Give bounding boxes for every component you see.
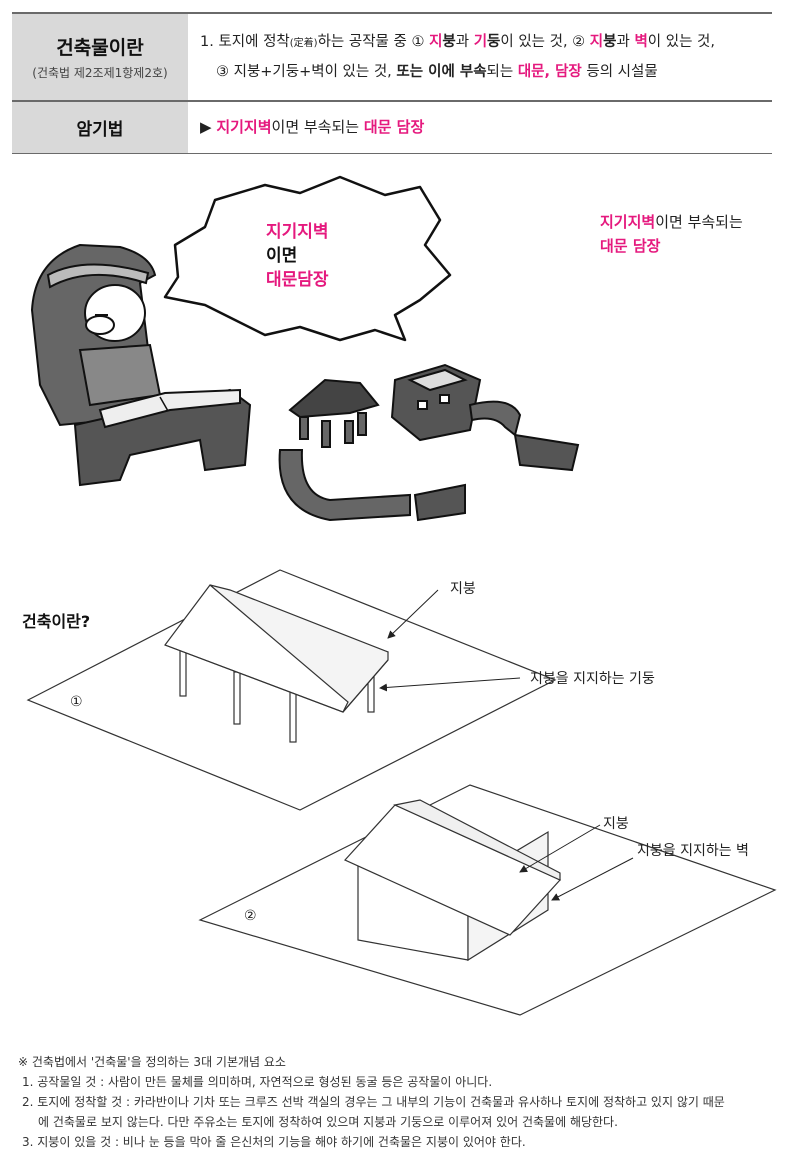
bubble-line-3: 대문담장	[266, 270, 329, 290]
definition-line-2: ③ 지붕+기둥+벽이 있는 것, 또는 이에 부속되는 대문, 담장 등의 시설…	[200, 58, 772, 86]
bold-text: 붕	[603, 34, 617, 50]
wall-pieces	[278, 400, 580, 522]
highlight-text: 대문 담장	[363, 118, 425, 137]
note-2-continued: 에 건축물로 보지 않는다. 다만 주유소는 토지에 정착하여 있으며 지붕과 …	[38, 1115, 618, 1129]
definition-line-1: 1. 토지에 정착(定着)하는 공작물 중 ① 지붕과 기둥이 있는 것, ② …	[200, 28, 772, 58]
arrow-roof-2	[519, 824, 601, 873]
diagram-number-2: ②	[244, 908, 257, 924]
highlight-text: 지	[589, 34, 604, 50]
bubble-text: 지기지벽 이면 대문담장	[266, 220, 346, 292]
note-1: 1. 공작물일 것 : 사람이 만든 물체를 의미하며, 자연적으로 형성된 동…	[22, 1075, 493, 1089]
highlight-text: 지기지벽	[600, 213, 656, 231]
highlight-text: 기	[473, 34, 488, 50]
highlight-text: 대문, 담장	[517, 64, 582, 80]
law-reference: (건축법 제2조제1항제2호)	[32, 66, 168, 80]
reading-figure	[30, 243, 167, 427]
pavilion-structure	[288, 378, 380, 448]
speech-bubble	[163, 175, 452, 342]
text-segment: 이면 부속되는	[655, 213, 743, 231]
hanja-annotation: (定着)	[289, 38, 318, 49]
mnemonic-header-cell: 암기법	[12, 100, 188, 154]
note-2: 2. 토지에 정착할 것 : 카라반이나 기차 또는 크루즈 선박 객실의 경우…	[22, 1095, 725, 1109]
side-note: 지기지벽이면 부속되는 대문 담장	[600, 210, 743, 258]
mnemonic-row: 암기법 ▶ 지기지벽이면 부속되는 대문 담장	[12, 100, 772, 154]
text-segment: 하는 공작물 중 ①	[317, 34, 430, 50]
building-diagram	[26, 569, 777, 1016]
notes-header: ※ 건축법에서 '건축물'을 정의하는 3대 기본개념 요소	[18, 1055, 286, 1069]
footnotes: ※ 건축법에서 '건축물'을 정의하는 3대 기본개념 요소 1. 공작물일 것…	[18, 1052, 793, 1152]
arrow-roof-1	[387, 589, 439, 639]
label-roof-1: 지붕	[450, 581, 476, 597]
text-segment: 이 있는 것, ②	[500, 34, 590, 50]
label-roof-2: 지붕	[603, 816, 629, 832]
definition-body: 1. 토지에 정착(定着)하는 공작물 중 ① 지붕과 기둥이 있는 것, ② …	[188, 12, 772, 102]
highlight-text: 대문 담장	[600, 237, 661, 255]
highlight-text: 벽	[634, 34, 648, 50]
bubble-line-1: 지기지벽	[266, 222, 329, 242]
cartoon-illustration	[30, 175, 580, 522]
text-segment: ③ 지붕+기둥+벽이 있는 것,	[216, 64, 397, 80]
diagram-question: 건축이란?	[22, 612, 91, 631]
label-column-1: 지붕을 지지하는 기둥	[530, 671, 655, 687]
highlight-text: 지	[429, 34, 443, 50]
definition-header-cell: 건축물이란 (건축법 제2조제1항제2호)	[12, 12, 188, 102]
definition-table: 건축물이란 (건축법 제2조제1항제2호) 1. 토지에 정착(定着)하는 공작…	[12, 12, 772, 154]
diagram-1	[26, 569, 557, 811]
label-wall-2: 지붕을 지지하는 벽	[637, 843, 749, 859]
bold-text: 붕	[442, 34, 456, 50]
definition-title: 건축물이란	[56, 37, 144, 59]
lectern-book	[73, 388, 252, 487]
text-segment: 등의 시설물	[581, 64, 658, 80]
text-segment: 과	[616, 34, 635, 50]
text-segment: 이 있는 것,	[647, 34, 715, 50]
diagram-2	[198, 784, 777, 1016]
mnemonic-body: ▶ 지기지벽이면 부속되는 대문 담장	[188, 100, 772, 154]
text-segment: 과	[455, 34, 474, 50]
mnemonic-title: 암기법	[76, 119, 124, 140]
arrow-icon: ▶	[200, 118, 217, 137]
text-segment: 이면 부속되는	[271, 118, 364, 137]
arrow-column-1	[379, 677, 521, 692]
note-3: 3. 지붕이 있을 것 : 비나 눈 등을 막아 줄 은신처의 기능을 해야 하…	[22, 1135, 526, 1149]
arrow-wall-2	[551, 857, 634, 901]
highlight-text: 지기지벽	[216, 118, 272, 137]
text-segment: 되는	[486, 64, 518, 80]
text-segment: 1. 토지에 정착	[200, 34, 290, 50]
box-house-structure	[390, 363, 482, 442]
definition-row: 건축물이란 (건축법 제2조제1항제2호) 1. 토지에 정착(定着)하는 공작…	[12, 12, 772, 102]
bubble-line-2: 이면	[266, 246, 298, 266]
bold-text: 둥	[487, 34, 501, 50]
bold-text: 또는 이에 부속	[396, 64, 487, 80]
diagram-number-1: ①	[70, 694, 83, 710]
